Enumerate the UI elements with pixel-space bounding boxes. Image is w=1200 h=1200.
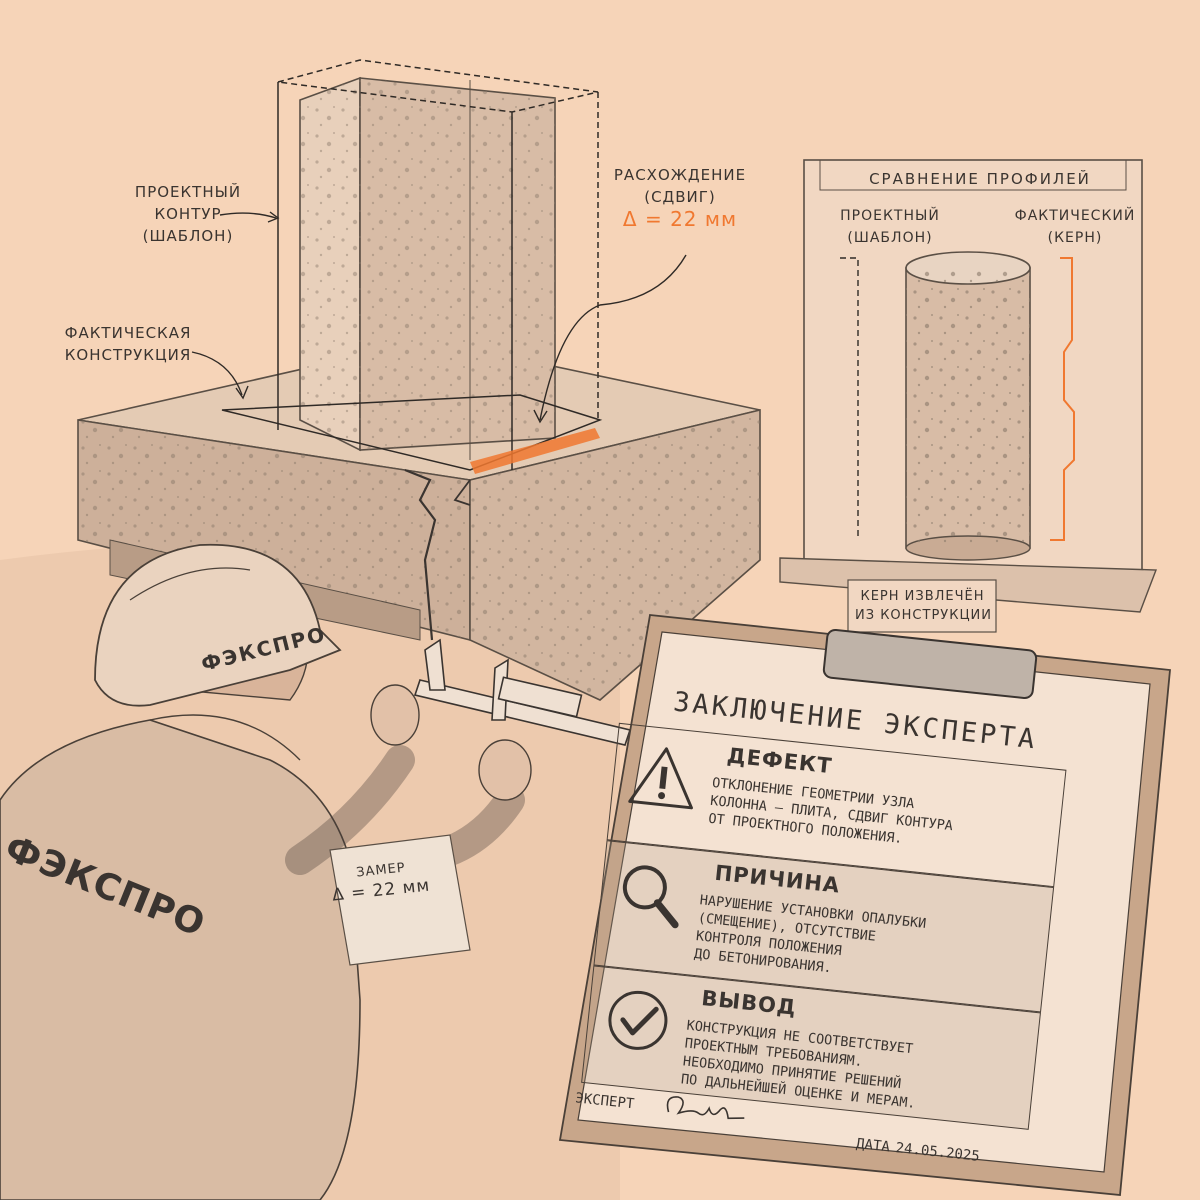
clipboard xyxy=(558,614,1171,1196)
core-caption: КЕРН ИЗВЛЕЧЁН ИЗ КОНСТРУКЦИИ xyxy=(855,589,992,623)
caliper-tool xyxy=(413,638,632,746)
actual-structure-label: ФАКТИЧЕСКАЯ КОНСТРУКЦИЯ xyxy=(64,324,192,364)
section-text: ОТКЛОНЕНИЕ ГЕОМЕТРИИ УЗЛА КОЛОННА – ПЛИТ… xyxy=(707,774,954,847)
expert-report: ЗАКЛЮЧЕНИЕ ЭКСПЕРТА ДЕФЕКТ ОТКЛОНЕНИЕ ГЕ… xyxy=(547,654,1123,1177)
warning-icon xyxy=(628,747,693,810)
checkmark-icon xyxy=(608,990,668,1050)
comparison-actual-label: ФАКТИЧЕСКИЙ (КЕРН) xyxy=(1014,208,1136,246)
report-section-cause: ПРИЧИНА НАРУШЕНИЕ УСТАНОВКИ ОПАЛУБКИ (СМ… xyxy=(593,840,1055,1013)
signature xyxy=(666,1096,745,1120)
report-section-conclusion: ВЫВОД КОНСТРУКЦИЯ НЕ СООТВЕТСТВУЕТ ПРОЕК… xyxy=(581,965,1041,1130)
discrepancy-label: РАСХОЖДЕНИЕ (СДВИГ) Δ = 22 мм xyxy=(600,164,760,230)
report-section-defect: ДЕФЕКТ ОТКЛОНЕНИЕ ГЕОМЕТРИИ УЗЛА КОЛОННА… xyxy=(606,722,1067,888)
design-contour xyxy=(221,59,603,471)
delta-value: Δ = 22 мм xyxy=(622,207,738,231)
comparison-design-label: ПРОЕКТНЫЙ (ШАБЛОН) xyxy=(840,208,940,246)
expert-label: ЭКСПЕРТ xyxy=(574,1090,635,1113)
section-heading: ВЫВОД xyxy=(700,985,798,1020)
concrete-column xyxy=(299,76,556,460)
comparison-title: СРАВНЕНИЕ ПРОФИЛЕЙ xyxy=(869,170,1091,188)
shift-highlight xyxy=(470,428,600,474)
section-heading: ДЕФЕКТ xyxy=(725,743,834,779)
inspector-figure xyxy=(0,543,532,1200)
measurement-notebook xyxy=(329,834,471,966)
magnifier-icon xyxy=(622,865,679,929)
comparison-panel xyxy=(779,159,1158,633)
design-contour-label: ПРОЕКТНЫЙ КОНТУР (ШАБЛОН) xyxy=(134,183,242,245)
section-heading: ПРИЧИНА xyxy=(713,860,842,898)
